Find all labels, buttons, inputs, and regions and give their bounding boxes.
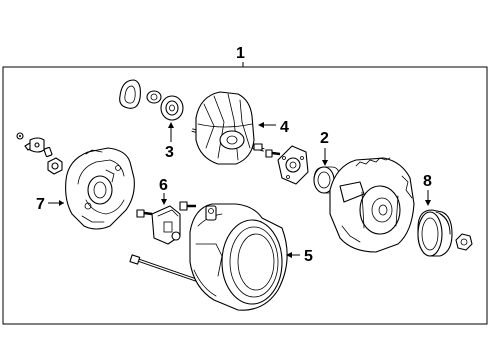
callout-4-label: 4: [280, 119, 289, 136]
callout-7-label: 7: [36, 196, 45, 213]
callout-5-arrow: [286, 252, 292, 258]
callout-5[interactable]: 5: [286, 248, 313, 265]
callout-1[interactable]: 1: [236, 45, 245, 67]
rotor: [191, 91, 265, 165]
pulley-nut: [455, 233, 473, 251]
callout-7[interactable]: 7: [36, 196, 64, 213]
front-housing: [329, 157, 415, 253]
pulley: [417, 209, 453, 257]
callout-8-arrow: [425, 200, 431, 206]
small-screw-set: [16, 132, 63, 175]
regulator-screw-left: [136, 209, 153, 218]
regulator-connector: [151, 205, 181, 245]
brush-holder-gasket: [119, 79, 141, 109]
callout-3-arrow: [168, 122, 174, 128]
rear-cover: [65, 147, 135, 230]
through-bolt: [129, 254, 197, 282]
rear-bearing: [160, 95, 184, 121]
stator-housing: [189, 203, 288, 311]
callout-4[interactable]: 4: [258, 119, 289, 136]
callout-2-arrow: [322, 160, 328, 166]
bearing-retainer-plate: [277, 145, 309, 185]
callout-3[interactable]: 3: [165, 122, 174, 161]
retainer-bolt: [265, 149, 281, 158]
callout-7-arrow: [59, 200, 64, 206]
callout-6[interactable]: 6: [159, 177, 168, 205]
callout-8[interactable]: 8: [423, 173, 432, 206]
callout-2[interactable]: 2: [320, 130, 329, 166]
assembly-frame: [2, 66, 488, 325]
callout-6-label: 6: [159, 177, 168, 194]
callout-8-label: 8: [423, 173, 432, 190]
callout-3-label: 3: [165, 144, 174, 161]
callout-4-arrow: [258, 122, 264, 128]
seal-ring: [146, 90, 162, 104]
callout-6-arrow: [161, 199, 167, 205]
callout-5-label: 5: [304, 248, 313, 265]
callout-2-label: 2: [320, 130, 329, 147]
regulator-screw-right: [179, 201, 196, 211]
callout-1-label: 1: [236, 45, 245, 62]
